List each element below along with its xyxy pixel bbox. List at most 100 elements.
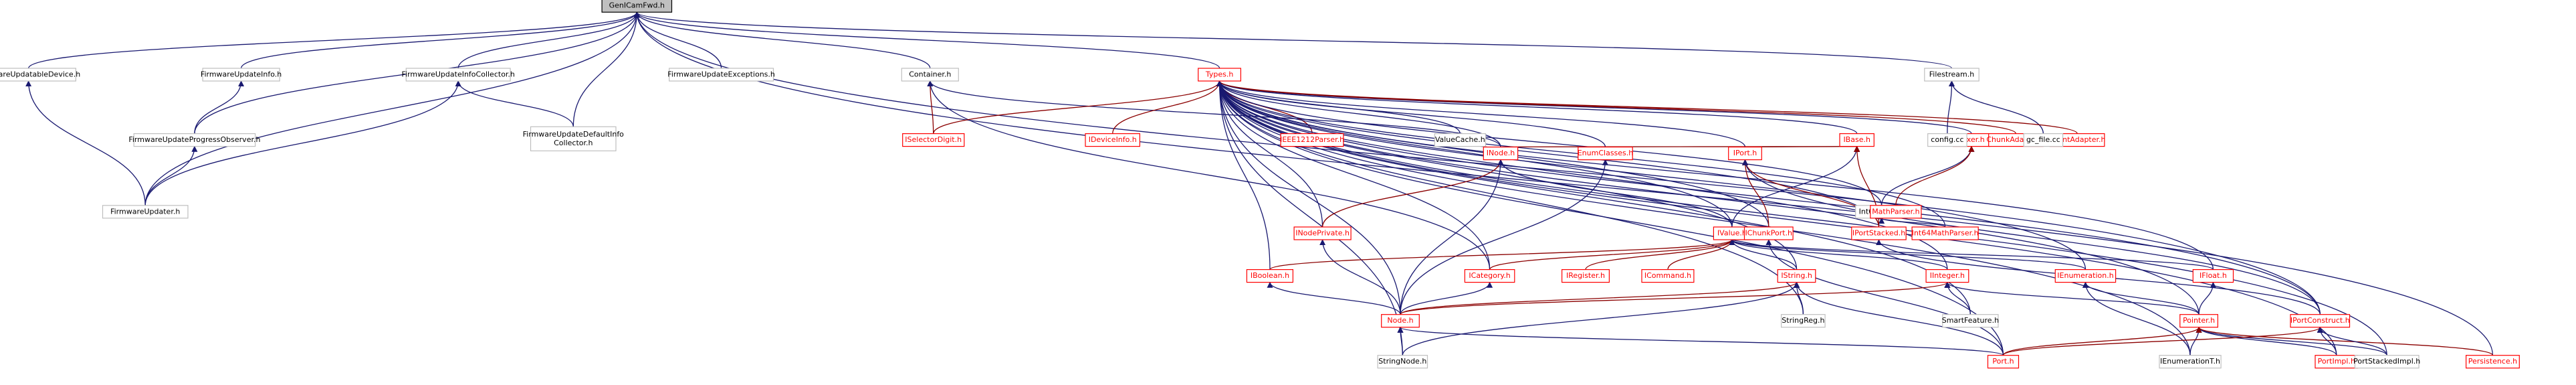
node-box — [405, 68, 511, 82]
node-label: FirmwareUpdater.h — [110, 207, 180, 216]
edge-enumclasses-to-types — [1216, 80, 1606, 147]
edge-fw_updater-to-fw_updatable_device — [25, 80, 146, 206]
node-stringreg[interactable]: StringReg.h — [1781, 314, 1826, 328]
node-int64mathparser[interactable]: Int64MathParser.h — [1911, 226, 1979, 240]
node-iselectordigit[interactable]: ISelectorDigit.h — [902, 133, 965, 147]
node-label: IDeviceInfo.h — [1089, 135, 1137, 144]
edge-fw_update_info-to-gencamfwd — [240, 11, 640, 69]
node-box — [1280, 133, 1344, 147]
node-iboolean[interactable]: IBoolean.h — [1246, 269, 1294, 283]
node-ivalue[interactable]: IValue.h — [1713, 226, 1751, 240]
edge-inodeprivate-to-types — [1216, 80, 1323, 228]
node-persistence[interactable]: Persistence.h — [2466, 355, 2520, 369]
node-ienumerationt[interactable]: IEnumerationT.h — [2159, 355, 2222, 369]
node-iport[interactable]: IPort.h — [1728, 147, 1762, 161]
edge-iselectordigit-to-container — [927, 80, 934, 134]
node-valuecache[interactable]: ValueCache.h — [1434, 133, 1487, 147]
node-fw-updater[interactable]: FirmwareUpdater.h — [102, 205, 189, 219]
node-stringnode[interactable]: StringNode.h — [1377, 355, 1428, 369]
node-box — [2466, 355, 2520, 369]
node-fw-updatable-device[interactable]: FirmwareUpdatableDevice.h — [0, 68, 80, 82]
node-label: GenICamFwd.h — [609, 1, 665, 10]
edge-ienumerationt-to-ienumeration — [2082, 281, 2191, 356]
node-portimpl[interactable]: PortImpl.h — [2315, 355, 2359, 369]
node-filestream[interactable]: Filestream.h — [1924, 68, 1979, 82]
node-box — [1377, 355, 1428, 369]
node-iregister[interactable]: IRegister.h — [1562, 269, 1610, 283]
edge-ivalue-to-types — [1216, 80, 1733, 228]
node-label: FirmwareUpdateInfoCollector.h — [401, 70, 514, 79]
node-fw-update-info-collector[interactable]: FirmwareUpdateInfoCollector.h — [401, 68, 515, 82]
node-fw-update-exceptions[interactable]: FirmwareUpdateExceptions.h — [667, 68, 775, 82]
node-portstackedimpl[interactable]: PortStackedImpl.h — [2353, 355, 2420, 369]
node-box — [2054, 269, 2117, 283]
node-iinteger[interactable]: IInteger.h — [1925, 269, 1969, 283]
edge-ideviceinfo-to-types — [1112, 80, 1223, 134]
node-label: FirmwareUpdateDefaultInfo — [523, 130, 625, 139]
node-box — [1924, 68, 1979, 82]
node-port[interactable]: Port.h — [1987, 355, 2020, 369]
node-istring[interactable]: IString.h — [1777, 269, 1816, 283]
node-label: EnumClasses.h — [1578, 149, 1634, 157]
node-pointer[interactable]: Pointer.h — [2179, 314, 2219, 328]
edge-iselectordigit-to-types — [933, 80, 1223, 134]
node-enumclasses[interactable]: EnumClasses.h — [1578, 147, 1634, 161]
node-gencamfwd[interactable]: GenICamFwd.h — [601, 0, 673, 13]
node-fw-update-info[interactable]: FirmwareUpdateInfo.h — [201, 68, 282, 82]
edge-fw_default_info_collector-to-gencamfwd — [572, 11, 640, 127]
node-ichunkport[interactable]: IChunkPort.h — [1743, 226, 1794, 240]
node-label: Persistence.h — [2468, 357, 2517, 366]
edge-ivalue-to-ibase — [1731, 145, 1860, 228]
edge-persistence-to-pointer — [2195, 326, 2494, 356]
node-label: IString.h — [1781, 271, 1812, 280]
node-box — [601, 0, 673, 13]
edge-pointer-to-iinteger — [1944, 281, 2199, 315]
node-gc-file-cc[interactable]: gc_file.cc — [2023, 133, 2064, 147]
node-mathparser[interactable]: MathParser.h — [1870, 205, 1922, 219]
node-icommand[interactable]: ICommand.h — [1641, 269, 1695, 283]
node-icategory[interactable]: ICategory.h — [1464, 269, 1515, 283]
edge-iinteger-to-ivalue — [1729, 239, 1948, 270]
node-box — [1641, 269, 1695, 283]
node-node[interactable]: Node.h — [1381, 314, 1420, 328]
node-box — [1911, 226, 1979, 240]
node-iportstacked[interactable]: IPortStacked.h — [1851, 226, 1907, 240]
edge-fw_update_exceptions-to-gencamfwd — [633, 11, 722, 69]
node-ibase[interactable]: IBase.h — [1839, 133, 1874, 147]
node-types[interactable]: Types.h — [1198, 68, 1241, 82]
node-label: PortImpl.h — [2318, 357, 2355, 366]
edge-mathparser-to-lexer — [1895, 145, 1975, 206]
node-ideviceinfo[interactable]: IDeviceInfo.h — [1085, 133, 1141, 147]
edge-port-to-iportconstruct — [2002, 326, 2323, 356]
node-box — [1925, 269, 1969, 283]
node-box — [2192, 269, 2234, 283]
node-label: IEEE1212Parser.h — [1280, 135, 1344, 144]
node-ieee1212parser[interactable]: IEEE1212Parser.h — [1280, 133, 1344, 147]
node-label: SmartFeature.h — [1942, 316, 1999, 325]
edge-inodeprivate-to-inode — [1321, 159, 1504, 228]
node-label: MathParser.h — [1872, 207, 1919, 216]
node-box — [1781, 314, 1826, 328]
node-box — [102, 205, 189, 219]
node-box — [530, 126, 617, 151]
node-ienumeration[interactable]: IEnumeration.h — [2054, 269, 2117, 283]
node-iportconstruct[interactable]: IPortConstruct.h — [2290, 314, 2351, 328]
node-box — [1743, 226, 1794, 240]
edge-ienumeration-to-types — [1216, 80, 2086, 270]
edge-types-to-gencamfwd — [633, 11, 1220, 69]
edge-portstackedimpl-to-pointer — [2195, 326, 2387, 356]
node-container[interactable]: Container.h — [901, 68, 959, 82]
node-label: IInteger.h — [1930, 271, 1965, 280]
edge-ienumerationt-to-types — [1216, 80, 2191, 356]
edge-node-to-iboolean — [1267, 281, 1401, 315]
node-inode[interactable]: INode.h — [1483, 147, 1519, 161]
node-label: Container.h — [909, 70, 951, 79]
node-fw-progress-observer[interactable]: FirmwareUpdateProgressObserver.h — [128, 133, 260, 147]
node-smartfeature[interactable]: SmartFeature.h — [1942, 314, 1999, 328]
node-ifloat[interactable]: IFloat.h — [2192, 269, 2234, 283]
node-box — [133, 133, 256, 147]
edge-node-to-iinteger — [1400, 281, 1951, 315]
node-config-cc[interactable]: config.cc — [1927, 133, 1967, 147]
node-inodeprivate[interactable]: INodePrivate.h — [1293, 226, 1352, 240]
